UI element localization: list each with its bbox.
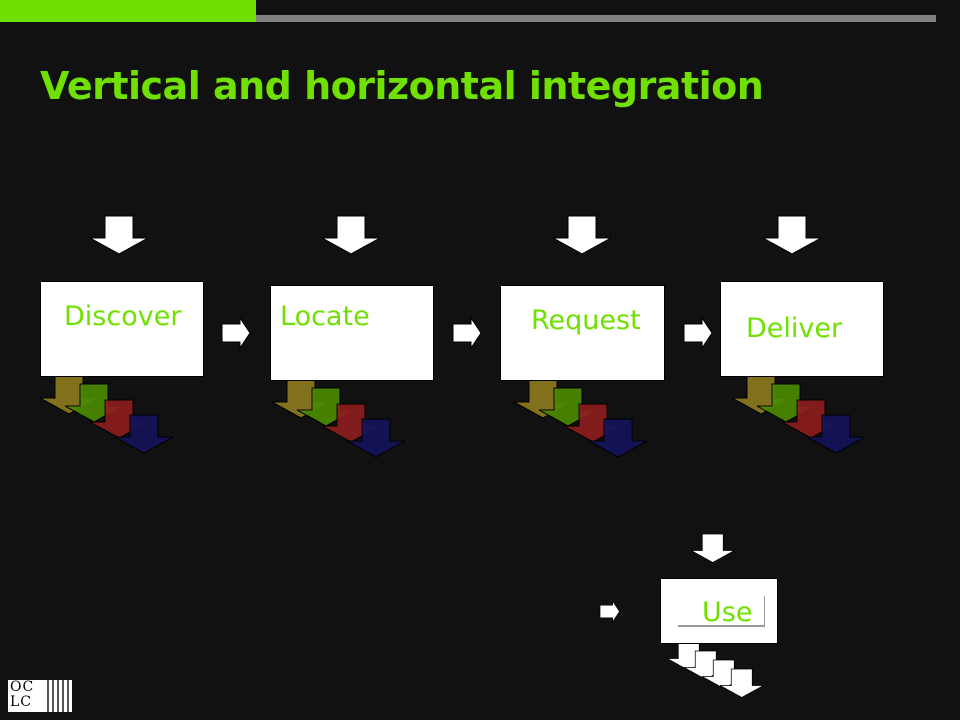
step-label-deliver: Deliver	[746, 313, 843, 344]
step-box-use: Use	[660, 578, 778, 644]
right-arrow-icon	[599, 600, 620, 623]
step-box-discover: Discover	[40, 281, 204, 377]
down-arrow-icon	[690, 533, 735, 563]
right-arrow-icon	[683, 317, 713, 349]
down-arrow-icon	[321, 215, 381, 255]
down-arrow-icon	[552, 215, 612, 255]
top-gray-bar	[256, 15, 936, 22]
right-arrow-icon	[221, 317, 251, 349]
right-arrow-icon	[452, 317, 482, 349]
step-label-use: Use	[702, 597, 753, 628]
slide-title: Vertical and horizontal integration	[40, 64, 764, 108]
down-arrow-icon	[762, 215, 822, 255]
down-arrow-icon	[89, 215, 149, 255]
top-accent-bar	[0, 0, 256, 22]
step-box-locate: Locate	[270, 285, 434, 381]
step-label-request: Request	[531, 305, 641, 336]
step-label-discover: Discover	[64, 301, 182, 332]
step-box-deliver: Deliver	[720, 281, 884, 377]
step-box-request: Request	[500, 285, 665, 381]
step-label-locate: Locate	[280, 301, 370, 332]
